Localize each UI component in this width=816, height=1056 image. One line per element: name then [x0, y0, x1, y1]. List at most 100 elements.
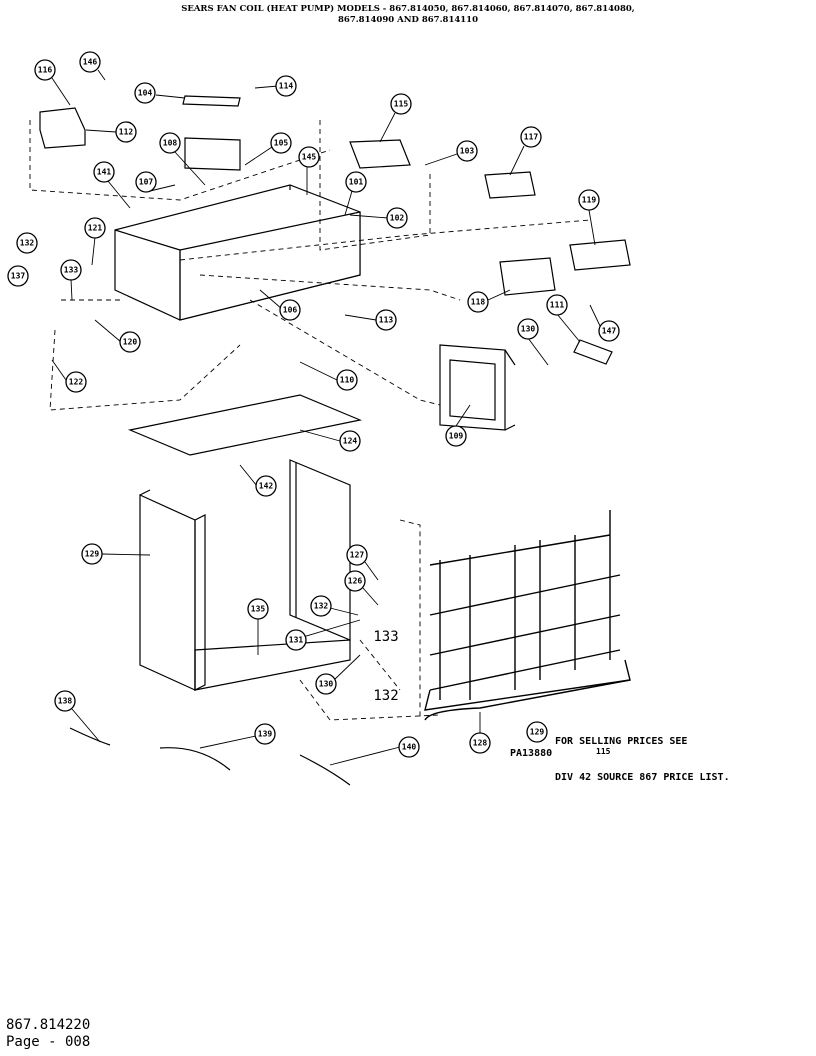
leader-lines: [51, 69, 602, 766]
callout-circle: [467, 291, 489, 313]
callout-133: 133: [60, 259, 82, 281]
callout-circle: [93, 161, 115, 183]
callout-circle: [247, 598, 269, 620]
callout-circle: [339, 430, 361, 452]
handwritten-callout: 132: [373, 688, 398, 704]
callout-circle: [344, 570, 366, 592]
callout-128: 128: [469, 732, 491, 754]
callout-circle: [255, 475, 277, 497]
callout-circle: [159, 132, 181, 154]
callout-119: 119: [578, 189, 600, 211]
callout-112: 112: [115, 121, 137, 143]
callout-121: 121: [84, 217, 106, 239]
callout-122: 122: [65, 371, 87, 393]
dashed-guides: [29, 120, 591, 721]
pricing-note: FOR SELLING PRICES SEE DIV 42 SOURCE 867…: [555, 712, 730, 796]
callout-140: 140: [398, 736, 420, 758]
callout-circle: [279, 299, 301, 321]
callout-number: 117: [524, 133, 539, 142]
callout-113: 113: [375, 309, 397, 331]
heater-rack-128: [424, 510, 631, 721]
callout-111: 111: [546, 294, 568, 316]
callout-circle: [386, 207, 408, 229]
callout-115: 115: [390, 93, 412, 115]
callout-number: 106: [283, 306, 298, 315]
callout-circle: [7, 265, 29, 287]
frame-109: [439, 344, 516, 431]
callout-103: 103: [456, 140, 478, 162]
callout-circle: [445, 425, 467, 447]
callout-116: 116: [34, 59, 56, 81]
callout-circle: [134, 82, 156, 104]
callout-circle: [54, 690, 76, 712]
callout-120: 120: [119, 331, 141, 353]
callout-number: 107: [139, 178, 154, 187]
callout-129: 129: [526, 721, 548, 743]
callout-108: 108: [159, 132, 181, 154]
callout-146: 146: [79, 51, 101, 73]
callout-145: 145: [298, 146, 320, 168]
callout-131: 131: [285, 629, 307, 651]
callout-number: 101: [349, 178, 364, 187]
callout-circle: [275, 75, 297, 97]
callout-circle: [315, 673, 337, 695]
callout-number: 121: [88, 224, 103, 233]
callout-circle: [598, 320, 620, 342]
callout-number: 118: [471, 298, 486, 307]
callout-number: 120: [123, 338, 138, 347]
callout-number: 111: [550, 301, 565, 310]
callout-101: 101: [345, 171, 367, 193]
callout-number: 113: [379, 316, 394, 325]
callout-number: 103: [460, 147, 475, 156]
drawing-code: PA13880: [510, 748, 553, 759]
part-119: [569, 239, 631, 271]
footer-model-number: 867.814220: [6, 1017, 91, 1033]
relay-117: [484, 171, 536, 199]
callout-circle: [310, 595, 332, 617]
callout-circle: [390, 93, 412, 115]
callout-number: 138: [58, 697, 73, 706]
callout-circle: [81, 543, 103, 565]
callout-107: 107: [135, 171, 157, 193]
callout-circle: [336, 369, 358, 391]
callout-104: 104: [134, 82, 156, 104]
callout-118: 118: [467, 291, 489, 313]
wire-140: [299, 754, 351, 786]
callout-132: 132: [310, 595, 332, 617]
callout-124: 124: [339, 430, 361, 452]
callout-number: 105: [274, 139, 289, 148]
callout-127: 127: [346, 544, 368, 566]
callout-circle: [254, 723, 276, 745]
callout-117: 117: [520, 126, 542, 148]
callout-142: 142: [255, 475, 277, 497]
callout-147: 147: [598, 320, 620, 342]
callout-number: 141: [97, 168, 112, 177]
callout-number: 102: [390, 214, 405, 223]
fuse-111: [573, 339, 613, 365]
control-box-shelf: [114, 184, 361, 321]
callout-138: 138: [54, 690, 76, 712]
callout-circle: [65, 371, 87, 393]
callout-105: 105: [270, 132, 292, 154]
callout-circle: [270, 132, 292, 154]
callout-139: 139: [254, 723, 276, 745]
callout-circle: [119, 331, 141, 353]
callout-number: 112: [119, 128, 134, 137]
callout-number: 145: [302, 153, 317, 162]
pricing-note-line-1: FOR SELLING PRICES SEE: [555, 736, 688, 747]
callout-137: 137: [7, 265, 29, 287]
callout-number: 128: [473, 739, 488, 748]
callout-number: 124: [343, 437, 358, 446]
wire-138: [69, 727, 111, 746]
callout-number: 130: [521, 325, 536, 334]
plate-105: [184, 137, 241, 171]
callout-number: 104: [138, 89, 153, 98]
callout-circle: [135, 171, 157, 193]
callout-number: 108: [163, 139, 178, 148]
callout-number: 126: [348, 577, 363, 586]
callout-number: 109: [449, 432, 464, 441]
callout-129: 129: [81, 543, 103, 565]
callout-109: 109: [445, 425, 467, 447]
